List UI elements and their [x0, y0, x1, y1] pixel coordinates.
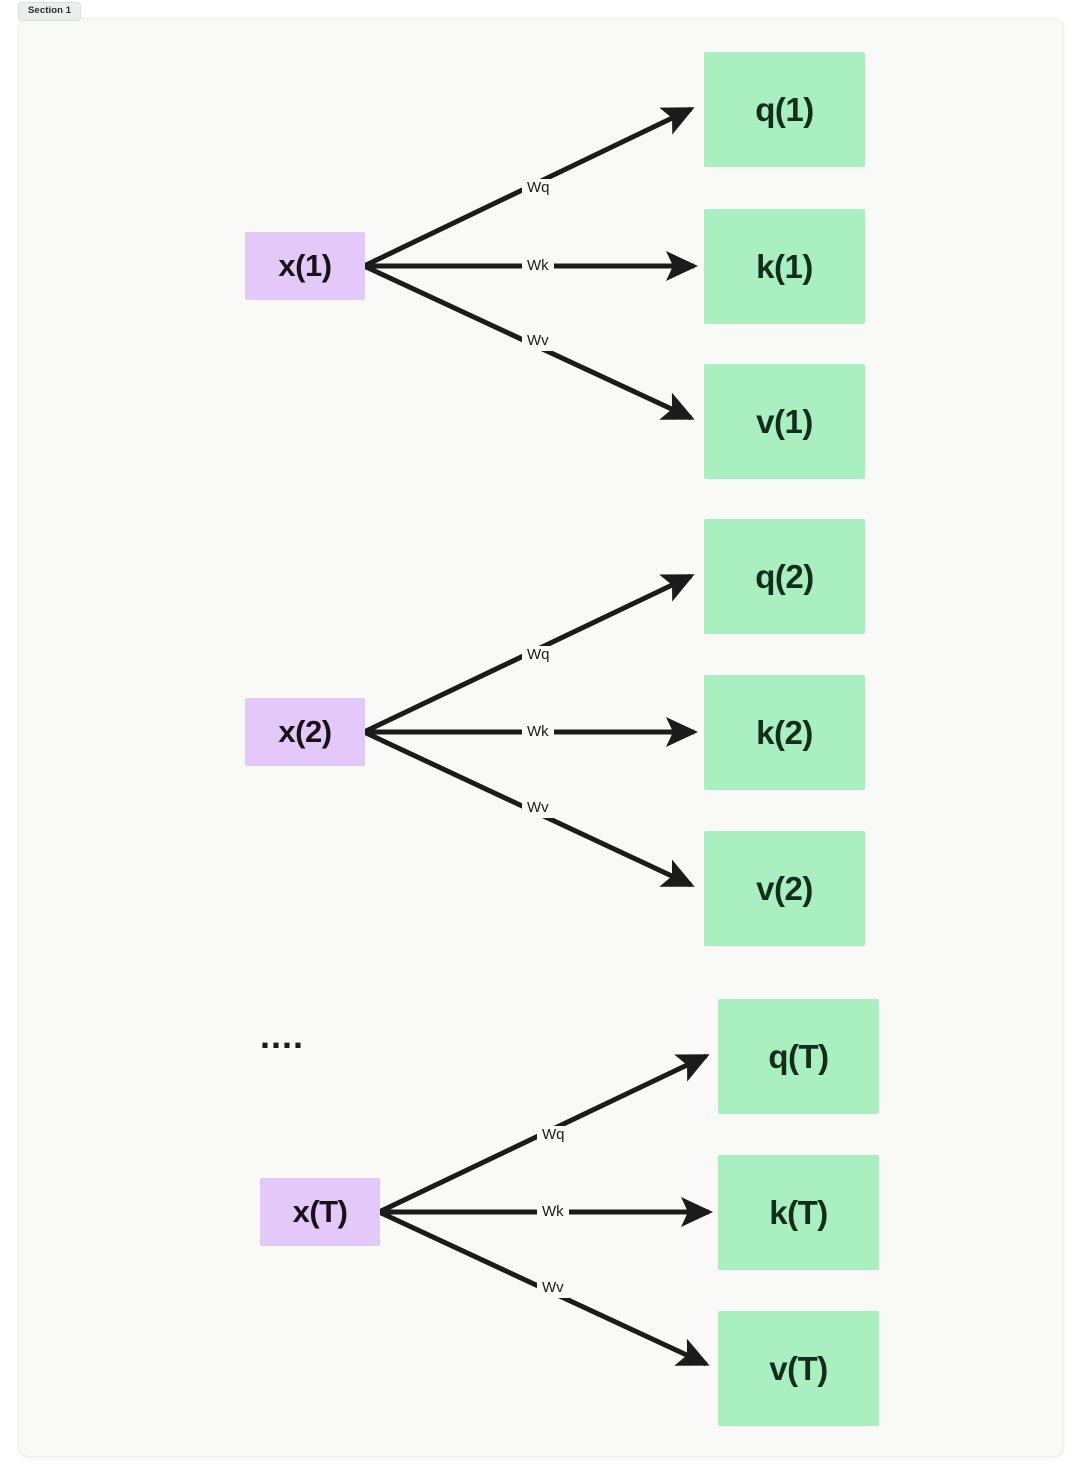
input-node-xT[interactable]: x(T)	[260, 1178, 380, 1246]
edge-label-wv-2: Wv	[522, 799, 554, 818]
output-node-vT[interactable]: v(T)	[718, 1311, 879, 1426]
diagram-canvas[interactable]: x(1) q(1) k(1) v(1) Wq Wk Wv x(2) q(2) k…	[18, 18, 1064, 1457]
edge-label-wq-T: Wq	[537, 1126, 570, 1145]
diagram-layer: x(1) q(1) k(1) v(1) Wq Wk Wv x(2) q(2) k…	[19, 19, 1063, 1456]
output-node-kT[interactable]: k(T)	[718, 1155, 879, 1270]
input-node-x2[interactable]: x(2)	[245, 698, 365, 766]
output-node-q2[interactable]: q(2)	[704, 519, 865, 634]
output-node-qT[interactable]: q(T)	[718, 999, 879, 1114]
output-node-k1[interactable]: k(1)	[704, 209, 865, 324]
edge-label-wv-T: Wv	[537, 1279, 569, 1298]
output-node-k2[interactable]: k(2)	[704, 675, 865, 790]
edge-label-wk-1: Wk	[522, 257, 554, 276]
edge-label-wk-2: Wk	[522, 723, 554, 742]
output-node-v1[interactable]: v(1)	[704, 364, 865, 479]
edge-label-wv-1: Wv	[522, 332, 554, 351]
edge-label-wq-1: Wq	[522, 179, 555, 198]
input-node-x1[interactable]: x(1)	[245, 232, 365, 300]
edge-label-wq-2: Wq	[522, 646, 555, 665]
edge-label-wk-T: Wk	[537, 1203, 569, 1222]
section-tab[interactable]: Section 1	[18, 2, 82, 21]
output-node-q1[interactable]: q(1)	[704, 52, 865, 167]
output-node-v2[interactable]: v(2)	[704, 831, 865, 946]
ellipsis-dots: ....	[260, 1015, 305, 1056]
